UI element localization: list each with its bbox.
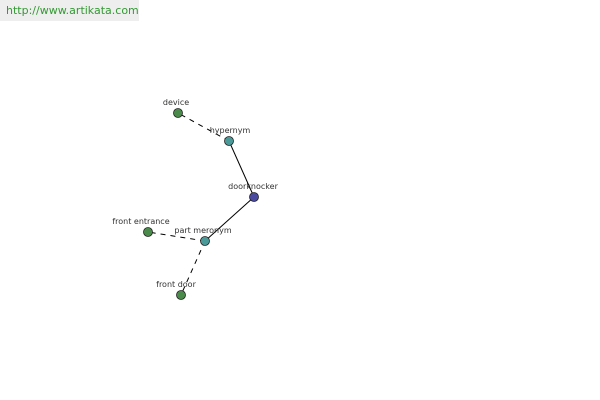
edge-doorknocker-hypernym	[228, 140, 255, 198]
graph-nodes	[143, 108, 259, 300]
node-label-part-meronym[interactable]: part meronym	[174, 226, 231, 235]
node-doorknocker[interactable]	[249, 192, 259, 202]
node-label-device[interactable]: device	[163, 98, 189, 107]
node-label-front-entrance[interactable]: front entrance	[112, 217, 169, 226]
site-url-link[interactable]: http://www.artikata.com	[0, 0, 139, 21]
edge-doorknocker-part-meronym	[204, 196, 255, 242]
graph-edges	[147, 112, 255, 296]
node-label-doorknocker[interactable]: doorknocker	[228, 182, 278, 191]
node-device[interactable]	[173, 108, 183, 118]
node-label-hypernym[interactable]: hypernym	[210, 126, 251, 135]
node-hypernym[interactable]	[224, 136, 234, 146]
node-front-door[interactable]	[176, 290, 186, 300]
node-label-front-door[interactable]: front door	[156, 280, 196, 289]
graph-labels: doorknocker hypernym device part meronym fro…	[112, 98, 278, 289]
node-front-entrance[interactable]	[143, 227, 153, 237]
node-part-meronym[interactable]	[200, 236, 210, 246]
